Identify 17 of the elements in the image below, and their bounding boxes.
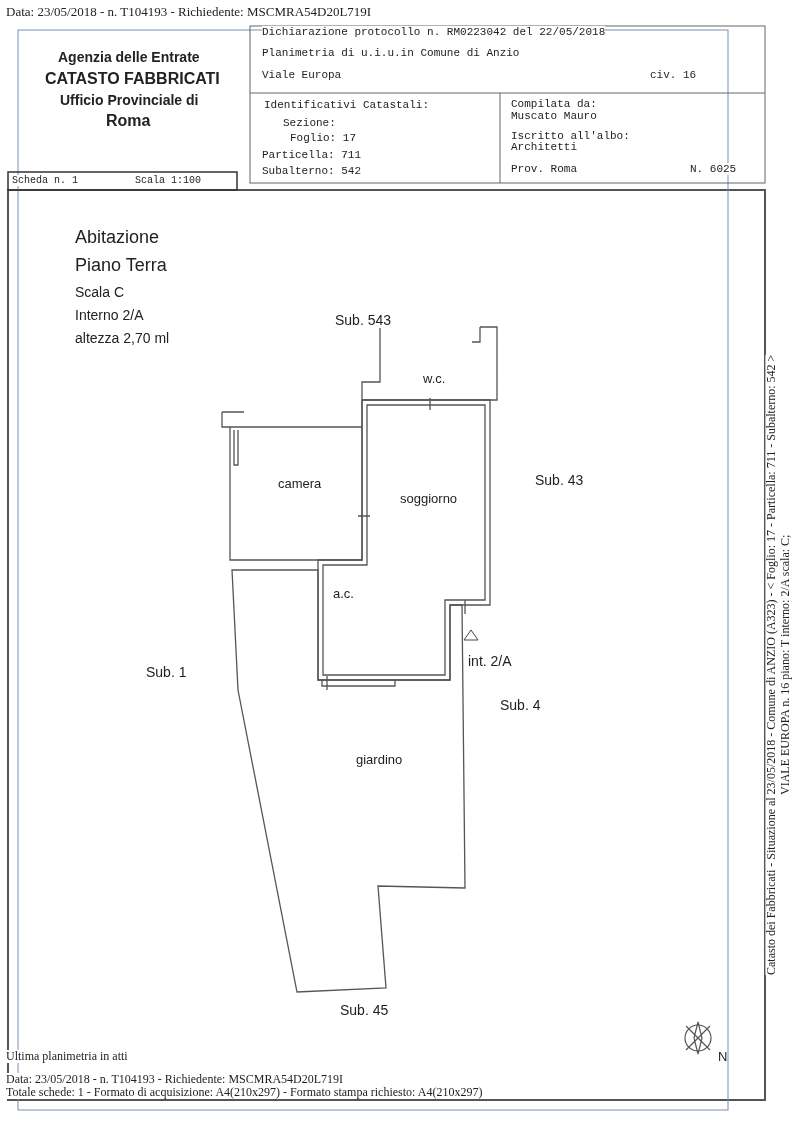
room-label: soggiorno — [400, 492, 458, 507]
room-label: giardino — [356, 753, 403, 768]
table-text: N. 6025 — [690, 163, 737, 176]
side-note: Catasto dei Fabbricati - Situazione al 23/05/2018 - Comune di ANZIO (A323) - < Foglio: 17 - Particella: 711 - Subalterno: 542 > — [765, 354, 779, 975]
table-text: Dichiarazione protocollo n. RM0223042 del 22/05/2018 — [262, 26, 606, 39]
neighbour-label: Sub. 543 — [335, 313, 392, 329]
side-note: VIALE EUROPA n. 16 piano: T interno: 2/A scala: C; — [779, 534, 793, 795]
office-name: Agenzia delle Entrate — [58, 50, 200, 66]
scale-text: Scheda n. 1 — [12, 175, 78, 186]
scale-text: Scala 1:100 — [135, 175, 201, 186]
footer-note: Ultima planimetria in atti — [6, 1050, 128, 1064]
table-text: Compilata da: — [511, 98, 597, 111]
table-text: Viale Europa — [262, 69, 342, 82]
footer-note: Data: 23/05/2018 - n. T104193 - Richiedente: MSCMRA54D20L719I — [6, 1073, 344, 1087]
footer-note: Totale schede: 1 - Formato di acquisizione: A4(210x297) - Formato stampa richiesto: A4(210x297) — [6, 1086, 483, 1100]
table-text: Foglio: 17 — [290, 132, 356, 145]
plan-info: altezza 2,70 ml — [75, 331, 170, 347]
